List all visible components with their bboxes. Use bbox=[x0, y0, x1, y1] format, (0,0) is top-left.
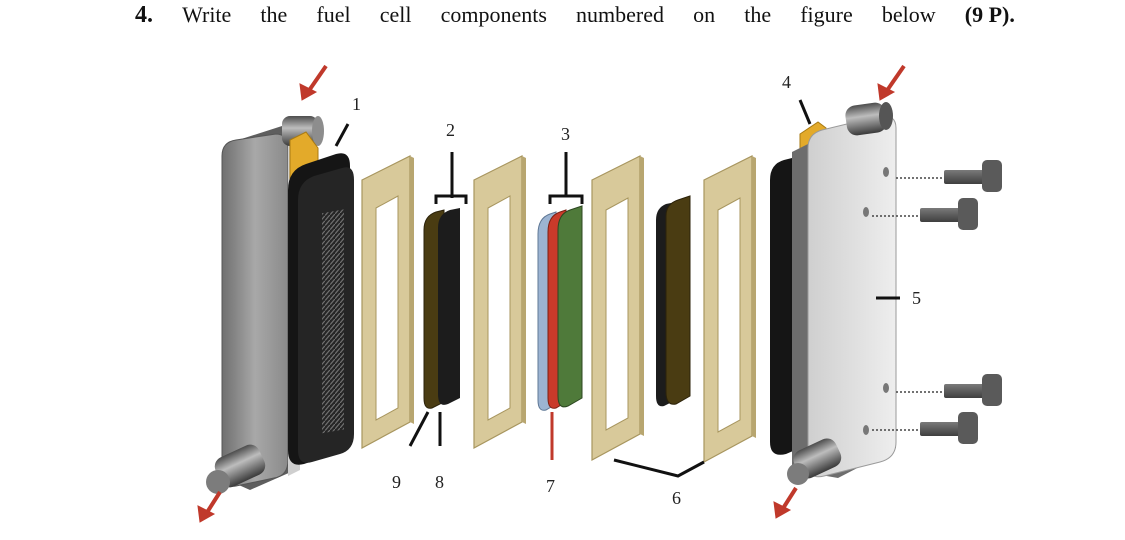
right-top-pipe bbox=[845, 102, 893, 136]
question-word: figure bbox=[800, 2, 853, 27]
fuel-cell-diagram: 1 2 3 4 5 6 7 8 9 bbox=[197, 64, 1002, 523]
question-word: the bbox=[744, 2, 772, 27]
bolt-2 bbox=[872, 198, 978, 230]
bolt-4 bbox=[872, 412, 978, 444]
question-points: (9 P). bbox=[964, 2, 1015, 27]
gasket-3 bbox=[591, 155, 644, 462]
label-4: 4 bbox=[782, 72, 791, 92]
flow-arrow-icon bbox=[299, 64, 328, 101]
left-bottom-pipe bbox=[206, 444, 266, 494]
label-2: 2 bbox=[446, 120, 455, 140]
question-word: fuel bbox=[316, 2, 351, 27]
question-word: Write bbox=[182, 2, 232, 27]
bolt-3 bbox=[896, 374, 1002, 406]
gasket-4 bbox=[703, 155, 756, 464]
question-word: on bbox=[693, 2, 716, 27]
question-word: below bbox=[881, 2, 936, 27]
right-end-plate bbox=[792, 115, 897, 478]
flow-arrow-icon bbox=[197, 490, 222, 523]
leader-lines bbox=[334, 99, 900, 478]
membrane-electrode-assembly bbox=[537, 205, 583, 411]
question-word: cell bbox=[379, 2, 412, 27]
question-word: components bbox=[440, 2, 547, 27]
label-3: 3 bbox=[561, 124, 570, 144]
bolt-1 bbox=[896, 160, 1002, 192]
right-gas-diffusion-layer bbox=[656, 195, 691, 407]
gas-diffusion-layer-pair bbox=[423, 208, 460, 409]
label-7: 7 bbox=[546, 476, 555, 496]
flow-arrow-icon bbox=[877, 64, 906, 101]
label-5: 5 bbox=[912, 288, 921, 308]
question-number: 4. bbox=[135, 1, 153, 28]
gasket-2 bbox=[473, 155, 526, 450]
flow-arrow-icon bbox=[773, 486, 798, 519]
left-flow-field-plate bbox=[288, 153, 354, 465]
label-8: 8 bbox=[435, 472, 444, 492]
right-bottom-pipe bbox=[787, 438, 842, 485]
question-text: 4. Write the fuel cell components number… bbox=[135, 0, 1015, 30]
label-6: 6 bbox=[672, 488, 681, 508]
gasket-1 bbox=[361, 155, 414, 450]
label-1: 1 bbox=[352, 94, 361, 114]
label-9: 9 bbox=[392, 472, 401, 492]
question-word: the bbox=[260, 2, 288, 27]
question-word: numbered bbox=[576, 2, 665, 27]
flow-field-channels bbox=[322, 209, 344, 434]
